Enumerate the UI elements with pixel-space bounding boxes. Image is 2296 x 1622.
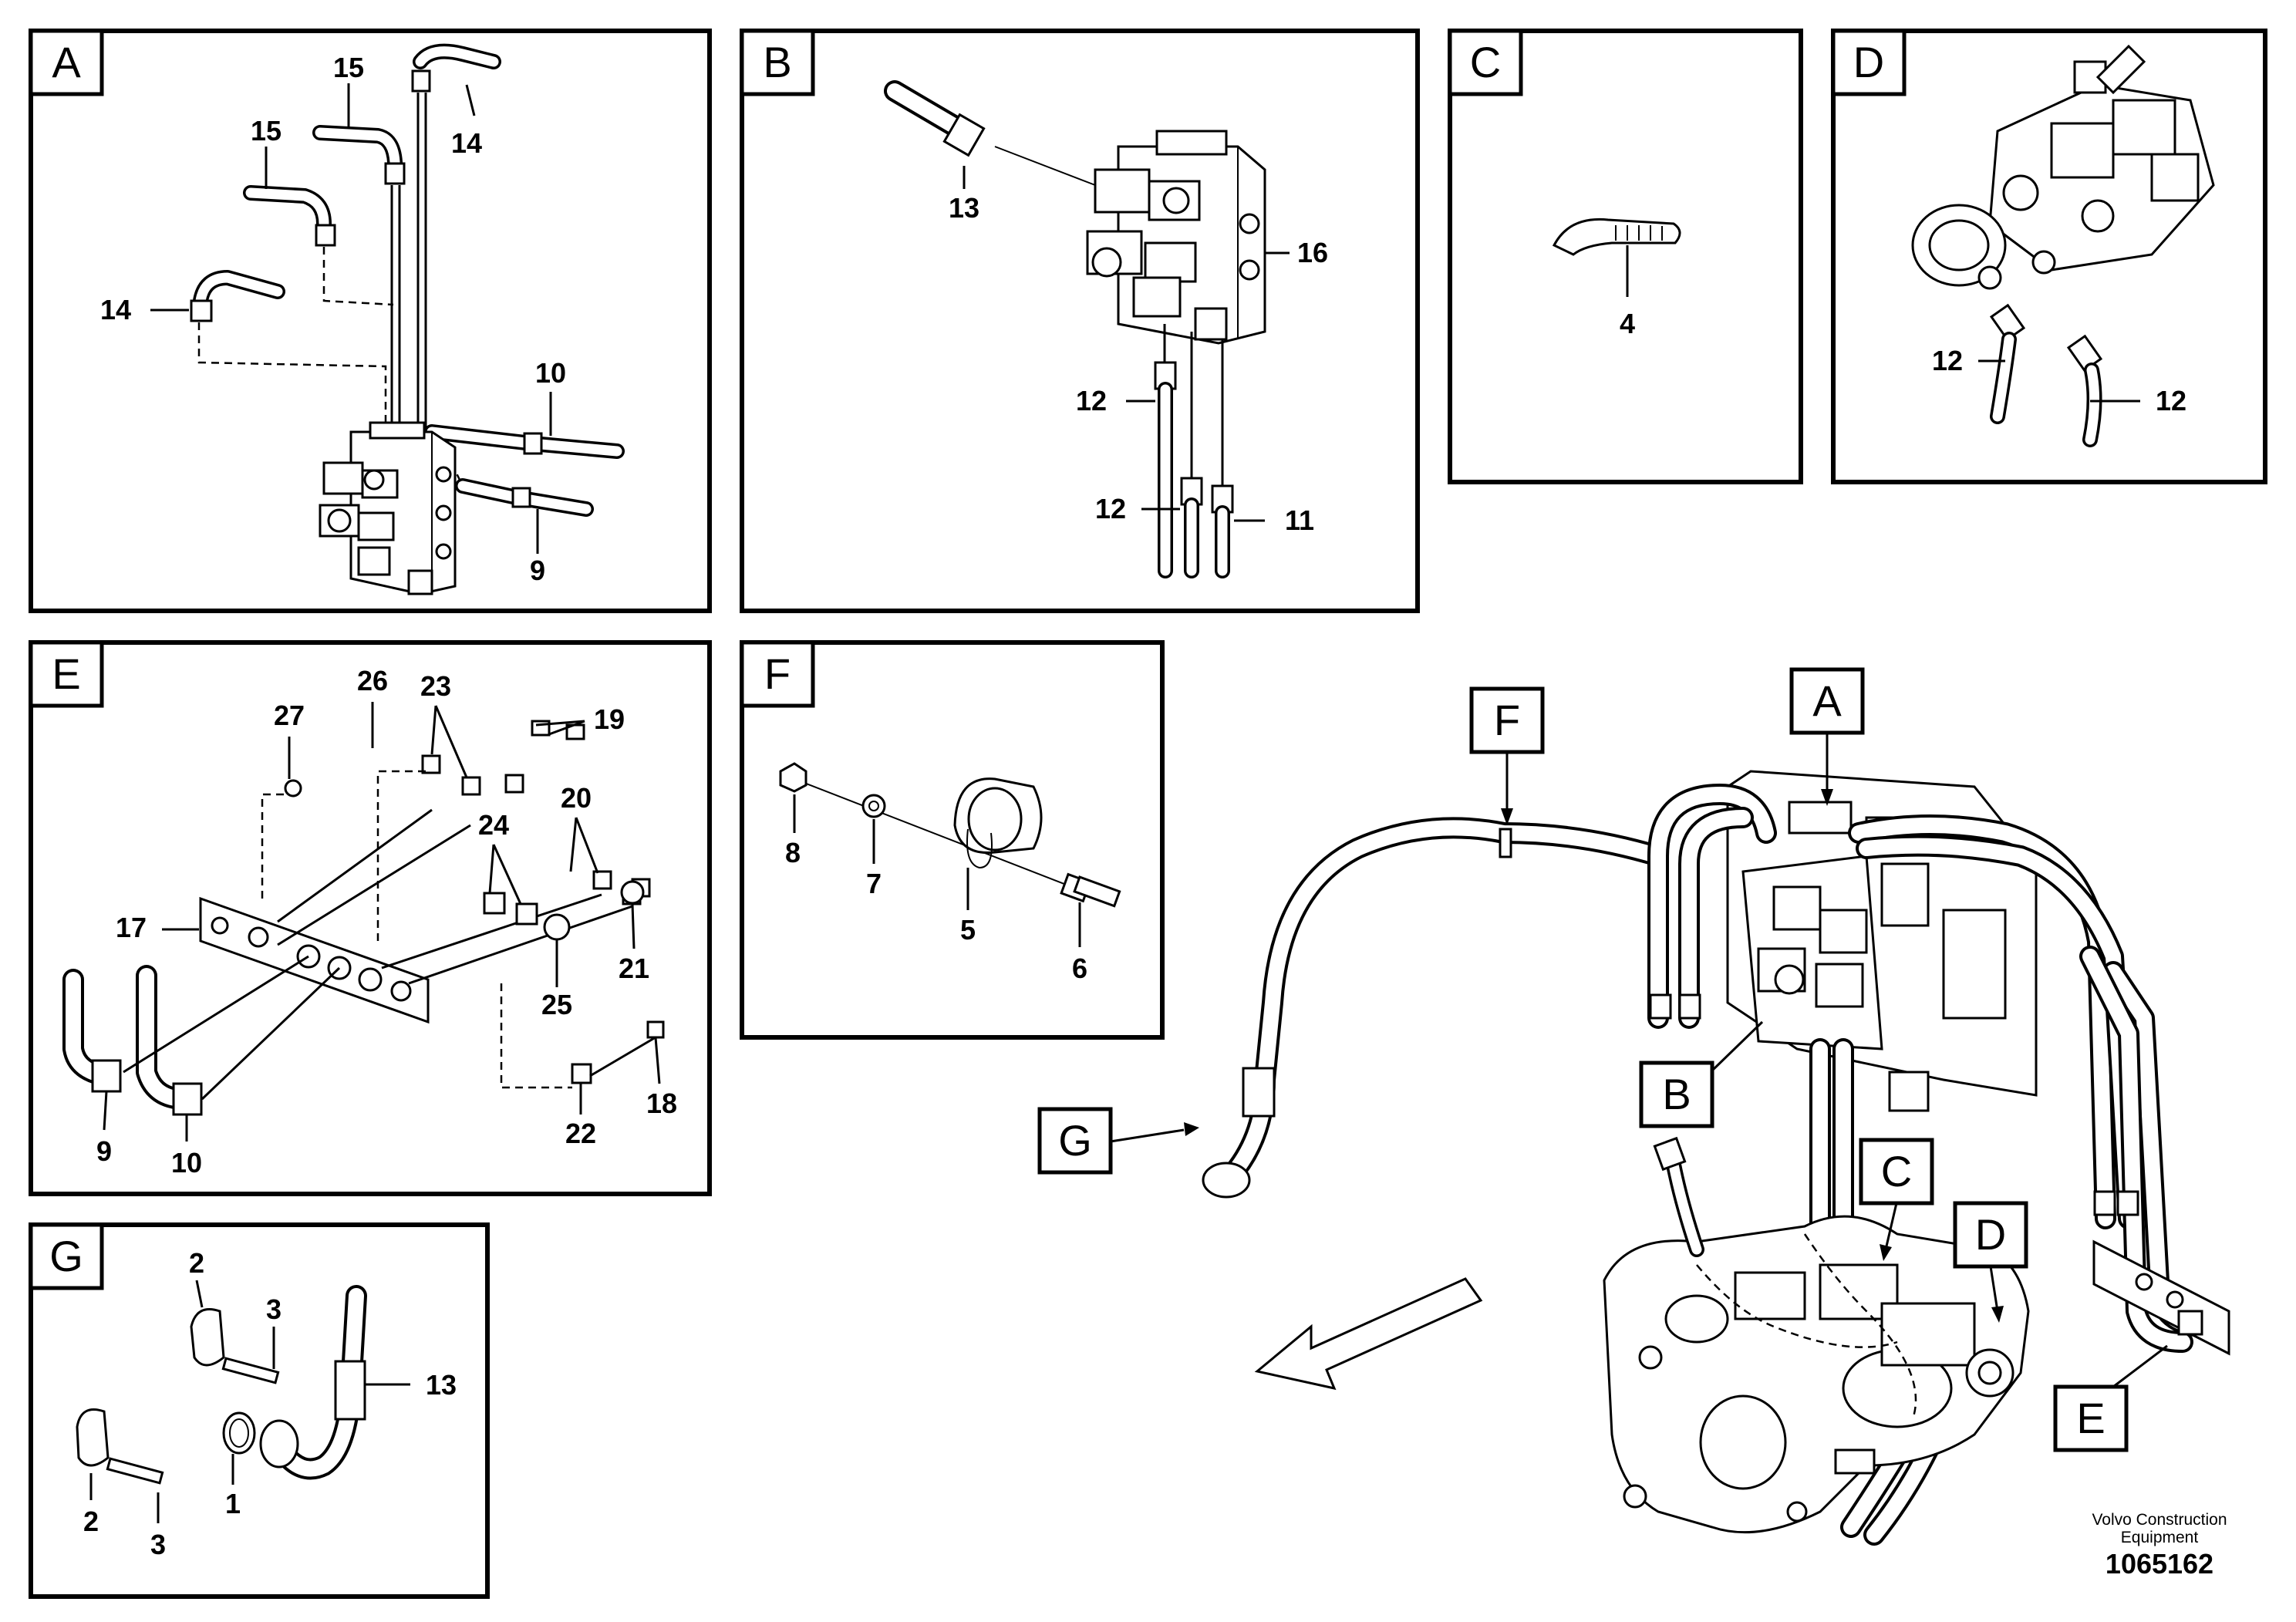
callout-b-11: 11 (1285, 504, 1314, 536)
panel-b-valve-block (1086, 130, 1266, 345)
callout-g-13: 13 (426, 1369, 457, 1401)
panel-c: C 4 (1448, 29, 1803, 484)
callout-e-21: 21 (619, 953, 649, 984)
callout-g-1: 1 (225, 1488, 241, 1519)
callout-a-15b: 15 (251, 115, 282, 147)
callout-b-13: 13 (949, 192, 979, 224)
callout-e-22: 22 (565, 1118, 596, 1149)
panel-d: D 12 12 (1831, 29, 2267, 484)
callout-b-12a: 12 (1076, 385, 1107, 416)
callout-e-20: 20 (561, 782, 592, 814)
callout-a-14a: 14 (451, 127, 482, 159)
panel-a-hoses (190, 43, 625, 517)
panel-a-valve-block (319, 421, 457, 595)
panel-b: B 13 16 (740, 29, 1420, 613)
callout-e-17: 17 (116, 912, 147, 943)
clamp-5 (953, 777, 1043, 869)
overview-tag-f: F (1494, 696, 1520, 744)
panel-f-tag: F (764, 649, 791, 698)
callout-e-25: 25 (541, 989, 572, 1020)
overview-tag-a: A (1812, 676, 1842, 725)
callout-g-3a: 3 (266, 1293, 282, 1325)
overview-tag-b: B (1662, 1070, 1691, 1118)
callout-a-15a: 15 (333, 52, 364, 83)
callout-e-9: 9 (96, 1135, 112, 1167)
callout-g-3b: 3 (150, 1529, 166, 1560)
callout-e-18: 18 (646, 1088, 677, 1119)
callout-e-27: 27 (274, 700, 305, 731)
overview-tags: F A B G C D E (1037, 667, 2168, 1452)
direction-arrow-icon (1254, 1277, 1483, 1391)
callout-d-12b: 12 (2156, 385, 2186, 416)
figure-number: 1065162 (2106, 1548, 2213, 1580)
callout-f-8: 8 (785, 837, 801, 868)
callout-e-10: 10 (171, 1147, 202, 1179)
pump-motor (1911, 44, 2215, 290)
callout-d-12a: 12 (1932, 345, 1963, 376)
callout-f-7: 7 (866, 868, 882, 899)
callout-a-10: 10 (535, 357, 566, 389)
callout-g-2b: 2 (83, 1506, 99, 1537)
panel-g-tag: G (49, 1232, 83, 1280)
panel-f: F 8 7 5 6 (740, 640, 1165, 1040)
callout-e-26: 26 (357, 665, 388, 696)
panel-b-tag: B (763, 38, 791, 86)
overview-tag-d: D (1975, 1210, 2006, 1259)
callout-e-23: 23 (420, 670, 451, 702)
mounting-plate (199, 896, 430, 1024)
callout-g-2a: 2 (189, 1247, 204, 1279)
callout-f-6: 6 (1072, 953, 1087, 984)
cable-tie-icon (1552, 218, 1681, 256)
maker-line-1: Volvo Construction (2092, 1511, 2227, 1529)
callout-e-19: 19 (594, 703, 625, 735)
overview-tag-e: E (2076, 1394, 2105, 1442)
callout-b-16: 16 (1297, 237, 1328, 268)
overview-tag-g: G (1058, 1116, 1092, 1165)
panel-a: A (29, 29, 712, 613)
panel-g: G 2 3 13 2 3 1 (29, 1222, 490, 1599)
callout-e-24: 24 (478, 809, 509, 841)
panel-e: E (29, 640, 712, 1196)
callout-c-4: 4 (1620, 308, 1635, 339)
callout-a-9: 9 (530, 555, 545, 586)
panel-e-tag: E (52, 649, 80, 698)
callout-a-14b: 14 (100, 294, 131, 325)
footer-credit: Volvo Construction Equipment 1065162 (2092, 1511, 2227, 1580)
panel-d-tag: D (1853, 38, 1884, 86)
callout-f-5: 5 (960, 914, 976, 946)
overview-assembly (1202, 770, 2230, 1546)
panel-c-tag: C (1470, 38, 1501, 86)
panel-a-tag: A (52, 38, 81, 86)
callout-b-12b: 12 (1095, 493, 1126, 524)
overview-tag-c: C (1881, 1147, 1912, 1195)
maker-line-2: Equipment (2121, 1529, 2199, 1546)
